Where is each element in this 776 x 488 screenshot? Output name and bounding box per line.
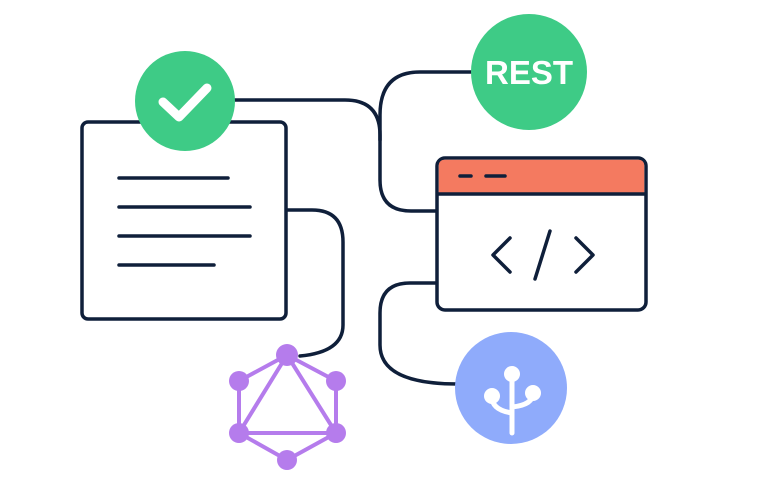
document-text-lines <box>117 176 252 267</box>
check-icon <box>158 83 212 122</box>
code-brackets-icon <box>491 229 595 281</box>
document-card <box>80 120 288 321</box>
graphql-icon <box>229 344 346 470</box>
check-badge <box>135 51 235 151</box>
window-header <box>438 159 645 194</box>
connector-rest-to-window <box>378 70 473 142</box>
connector-window-to-webhook <box>378 281 460 386</box>
webhook-badge <box>455 332 567 444</box>
connector-doc-to-graphql <box>284 208 345 358</box>
rest-label: REST <box>485 54 573 91</box>
code-window <box>435 156 648 312</box>
connector-check-to-window <box>233 98 439 213</box>
rest-badge: REST <box>471 14 587 130</box>
connectors <box>233 70 473 386</box>
